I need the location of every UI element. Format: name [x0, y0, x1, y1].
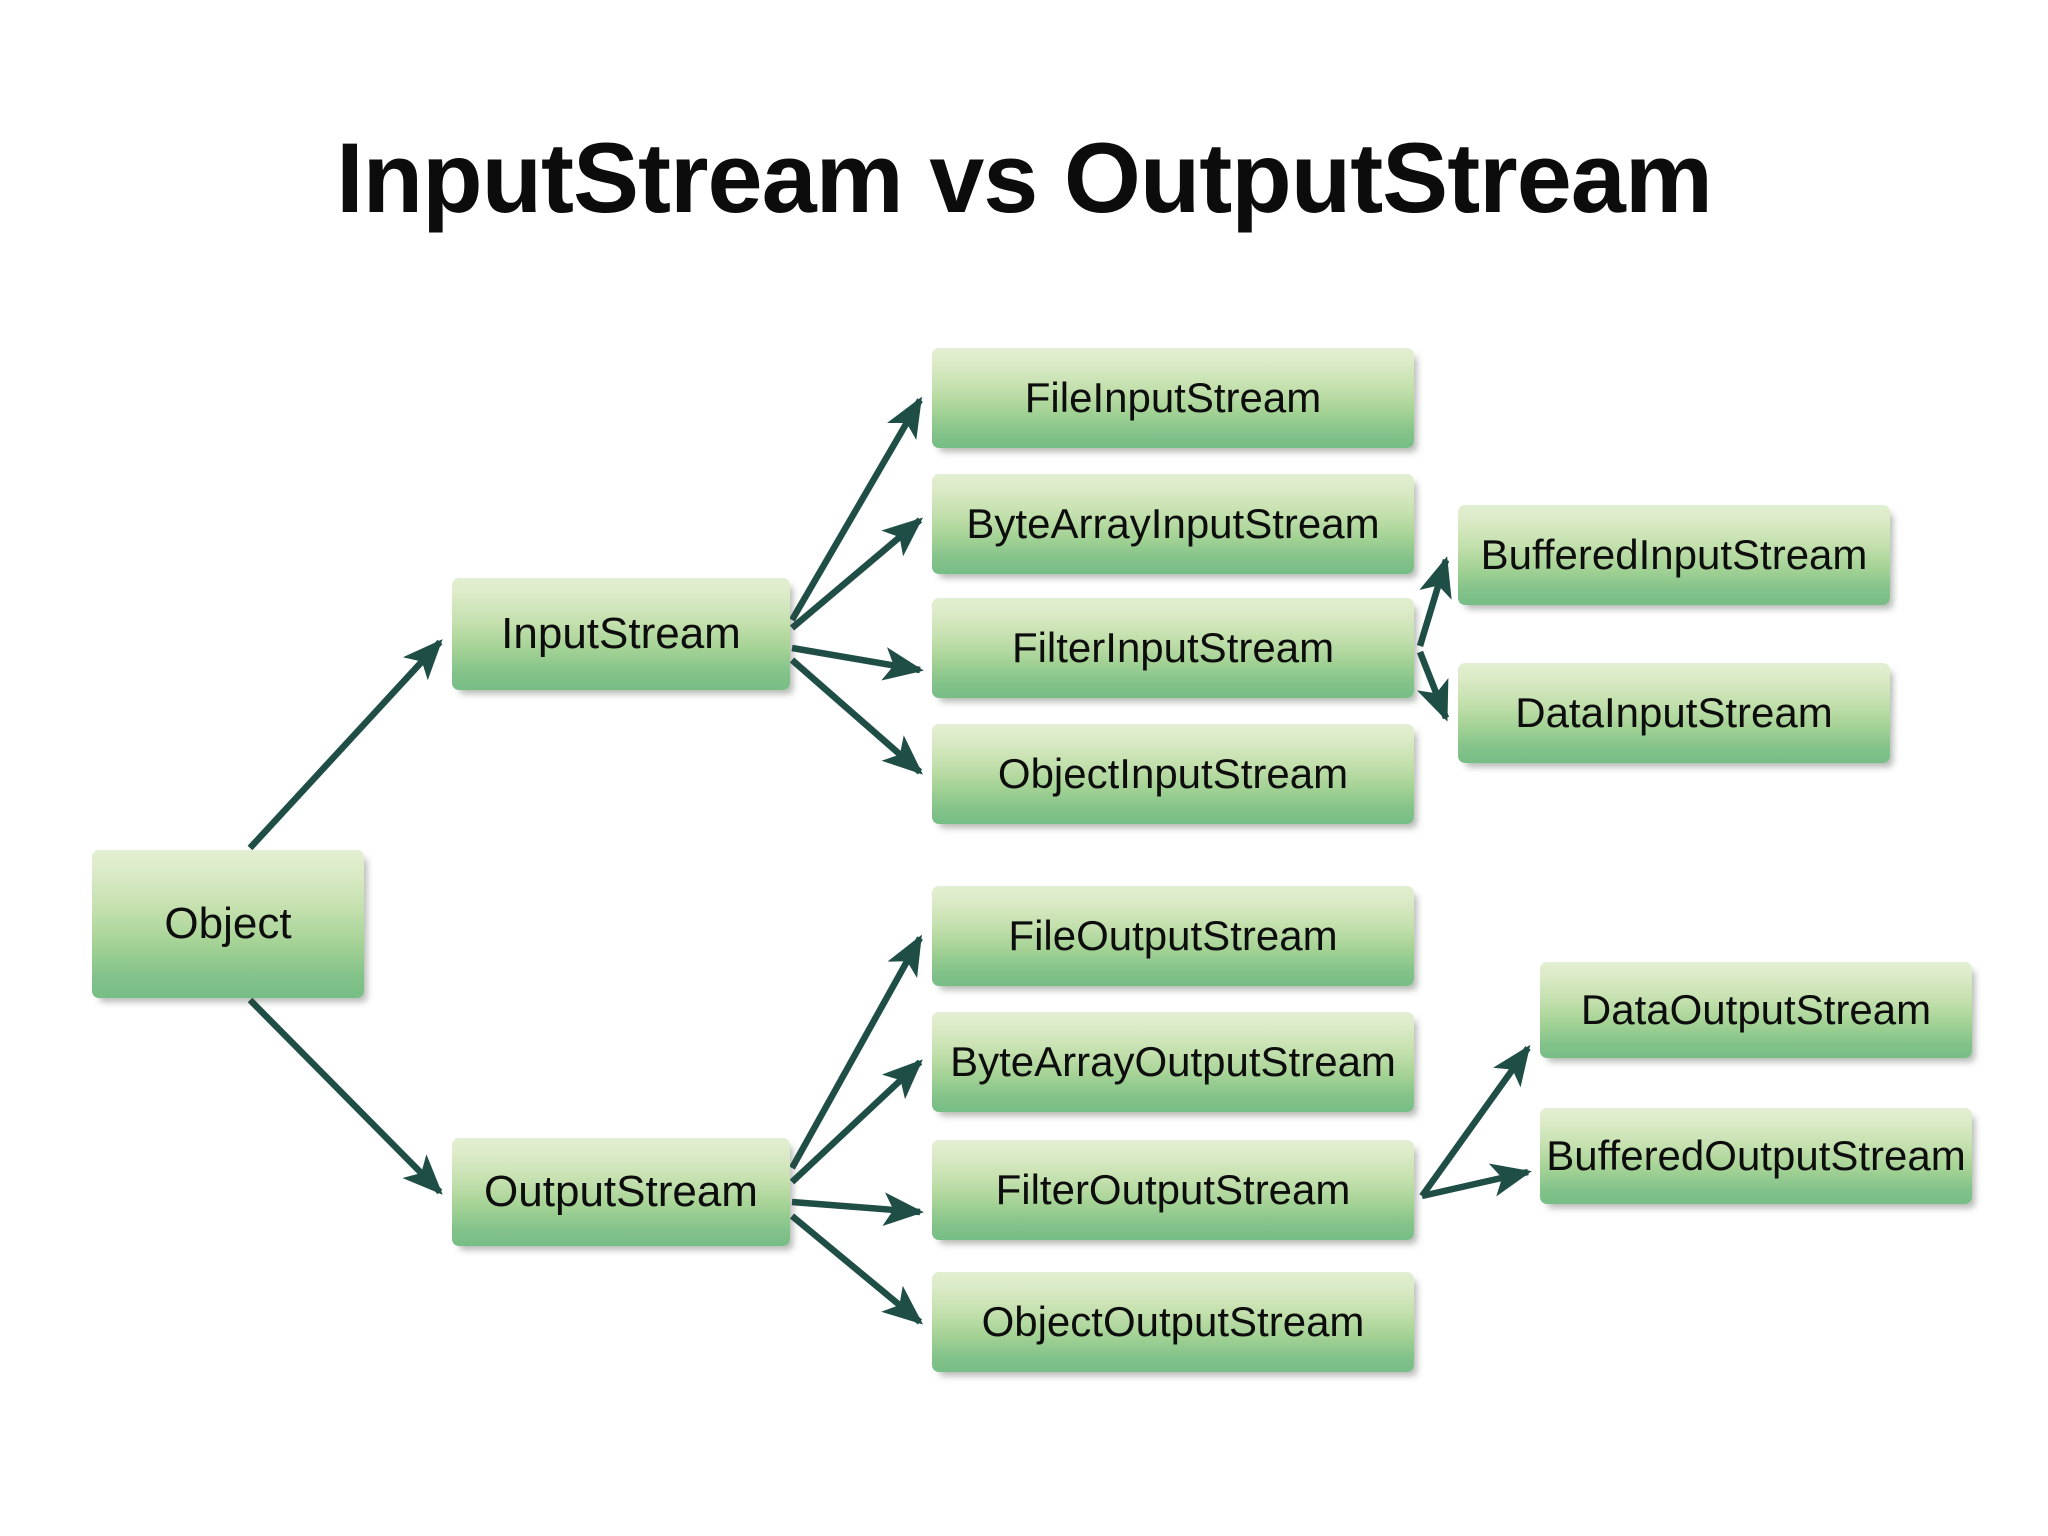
node-label: FileOutputStream	[1008, 911, 1338, 959]
node-label: OutputStream	[484, 1166, 758, 1216]
node-label: InputStream	[501, 608, 741, 658]
node-label: Object	[164, 898, 292, 948]
node-label: FilterOutputStream	[995, 1165, 1351, 1213]
node-outputstream[interactable]: OutputStream	[452, 1138, 790, 1246]
edge-filterinput-to-bufferedinput	[1416, 556, 1452, 647]
node-objectoutputstream[interactable]: ObjectOutputStream	[932, 1272, 1414, 1372]
node-label: ObjectOutputStream	[981, 1297, 1365, 1345]
node-bufferedinputstream[interactable]: BufferedInputStream	[1458, 505, 1890, 605]
node-bufferedoutputstream[interactable]: BufferedOutputStream	[1540, 1108, 1972, 1204]
edge-outputstream-to-filteroutput	[791, 1192, 924, 1227]
edge-object-to-outputstream	[247, 997, 443, 1195]
node-bytearrayinputstream[interactable]: ByteArrayInputStream	[932, 474, 1414, 574]
node-fileoutputstream[interactable]: FileOutputStream	[932, 886, 1414, 986]
node-label: ObjectInputStream	[997, 749, 1349, 797]
edge-outputstream-to-bytearrayoutput	[789, 1059, 923, 1185]
node-label: FilterInputStream	[1011, 623, 1335, 671]
node-datainputstream[interactable]: DataInputStream	[1458, 663, 1890, 763]
node-object[interactable]: Object	[92, 850, 364, 998]
node-fileinputstream[interactable]: FileInputStream	[932, 348, 1414, 448]
node-label: ByteArrayInputStream	[966, 499, 1380, 547]
edge-inputstream-to-bytearrayinput	[789, 517, 923, 631]
node-label: DataInputStream	[1515, 688, 1833, 736]
node-objectinputstream[interactable]: ObjectInputStream	[932, 724, 1414, 824]
node-label: FileInputStream	[1024, 373, 1322, 421]
edge-outputstream-to-fileoutput	[789, 934, 923, 1170]
node-label: DataOutputStream	[1580, 985, 1932, 1033]
node-filterinputstream[interactable]: FilterInputStream	[932, 598, 1414, 698]
node-dataoutputstream[interactable]: DataOutputStream	[1540, 962, 1972, 1058]
edge-inputstream-to-objectinput	[789, 657, 923, 775]
node-filteroutputstream[interactable]: FilterOutputStream	[932, 1140, 1414, 1240]
edge-inputstream-to-fileinput	[789, 396, 923, 622]
edge-inputstream-to-filterinput	[791, 644, 924, 681]
edge-filteroutput-to-bufferedoutput	[1421, 1163, 1532, 1200]
node-label: BufferedInputStream	[1480, 530, 1868, 578]
edge-filterinput-to-datainput	[1416, 650, 1450, 722]
node-inputstream[interactable]: InputStream	[452, 578, 790, 690]
edge-outputstream-to-objectoutput	[789, 1213, 924, 1325]
page-title: InputStream vs OutputStream	[336, 122, 1713, 233]
node-label: ByteArrayOutputStream	[950, 1037, 1396, 1085]
node-bytearrayoutputstream[interactable]: ByteArrayOutputStream	[932, 1012, 1414, 1112]
edge-filteroutput-to-dataoutput	[1419, 1044, 1531, 1198]
edge-object-to-inputstream	[247, 639, 443, 851]
node-label: BufferedOutputStream	[1546, 1131, 1966, 1179]
